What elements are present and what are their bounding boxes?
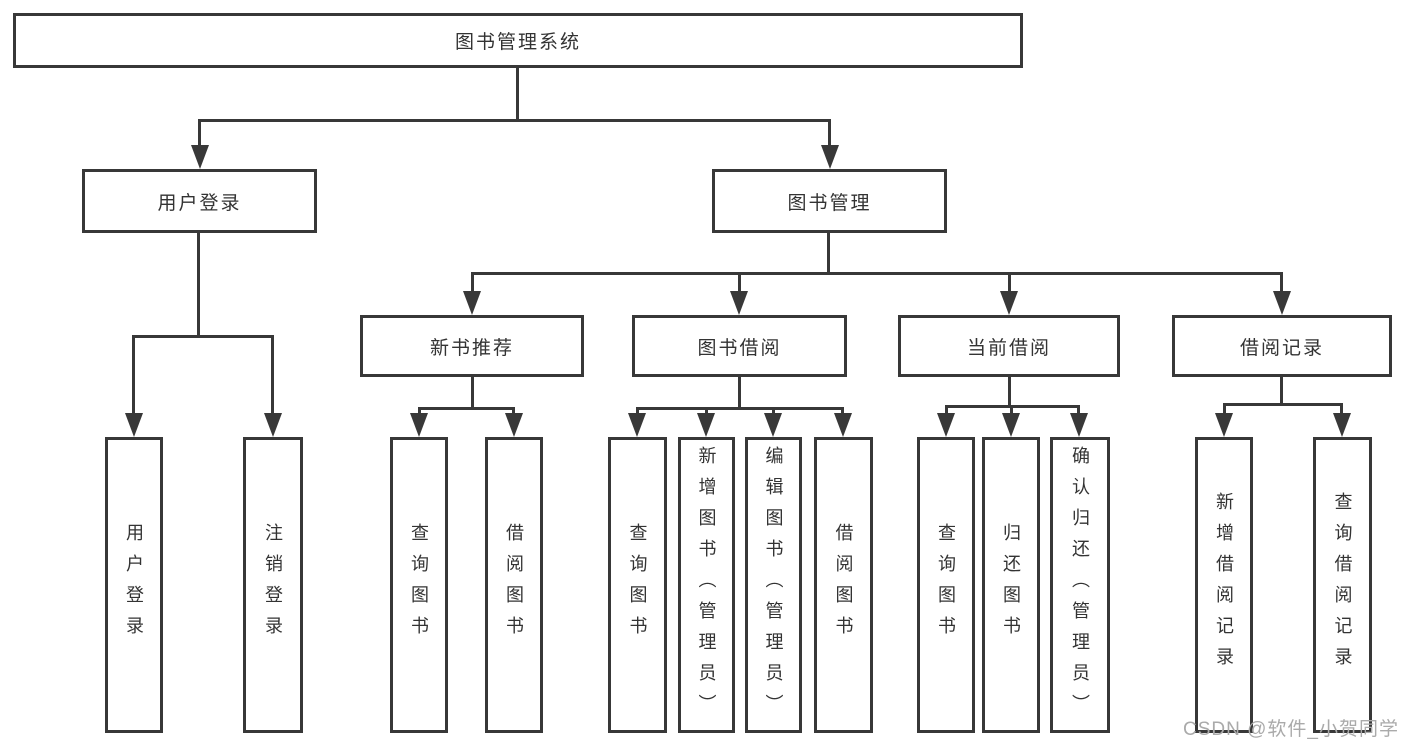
leaf-borrow-borrow-books: 借阅图书 xyxy=(814,437,873,733)
connector-records-vline xyxy=(1280,377,1283,405)
node-book-borrow: 图书借阅 xyxy=(632,315,847,377)
arrowhead-down-icon xyxy=(821,145,839,169)
node-user-login: 用户登录 xyxy=(82,169,317,233)
arrowhead-down-icon xyxy=(410,413,428,437)
leaf-recommend-query-books: 查询图书 xyxy=(390,437,448,733)
connector-drop-line xyxy=(1077,405,1080,417)
leaf-user-login: 用户登录 xyxy=(105,437,163,733)
arrowhead-down-icon xyxy=(1070,413,1088,437)
leaf-logout: 注销登录 xyxy=(243,437,303,733)
connector-records-hline xyxy=(1223,403,1342,406)
leaf-borrow-query-books: 查询图书 xyxy=(608,437,667,733)
node-book-management: 图书管理 xyxy=(712,169,947,233)
arrowhead-down-icon xyxy=(1333,413,1351,437)
connector-drop-line xyxy=(198,119,201,148)
leaf-recommend-borrow-books: 借阅图书 xyxy=(485,437,543,733)
connector-drop-line xyxy=(1008,272,1011,294)
arrowhead-down-icon xyxy=(1000,291,1018,315)
leaf-current-query-books: 查询图书 xyxy=(917,437,975,733)
connector-drop-line xyxy=(945,405,948,417)
connector-drop-line xyxy=(418,407,421,417)
connector-borrow-vline xyxy=(738,377,741,409)
arrowhead-down-icon xyxy=(697,413,715,437)
arrowhead-down-icon xyxy=(834,413,852,437)
node-borrow-records: 借阅记录 xyxy=(1172,315,1392,377)
connector-drop-line xyxy=(772,407,775,417)
connector-drop-line xyxy=(1280,272,1283,294)
node-new-book-recommend: 新书推荐 xyxy=(360,315,584,377)
connector-current-vline xyxy=(1008,377,1011,407)
leaf-current-confirm-return-admin: 确认归还（管理员） xyxy=(1050,437,1110,733)
connector-drop-line xyxy=(828,119,831,148)
connector-drop-line xyxy=(636,407,639,417)
connector-drop-line xyxy=(1223,403,1226,416)
connector-drop-line xyxy=(1340,403,1343,416)
connector-level3-hline xyxy=(471,272,1283,275)
arrowhead-down-icon xyxy=(264,413,282,437)
arrowhead-down-icon xyxy=(628,413,646,437)
connector-drop-line xyxy=(471,272,474,294)
leaf-records-query-record: 查询借阅记录 xyxy=(1313,437,1372,733)
leaf-borrow-add-books-admin: 新增图书（管理员） xyxy=(678,437,735,733)
arrowhead-down-icon xyxy=(125,413,143,437)
connector-drop-line xyxy=(705,407,708,417)
arrowhead-down-icon xyxy=(1002,413,1020,437)
connector-drop-line xyxy=(271,335,274,416)
arrowhead-down-icon xyxy=(505,413,523,437)
connector-drop-line xyxy=(132,335,135,416)
connector-recommend-vline xyxy=(471,377,474,409)
csdn-watermark: CSDN @软件_小贺同学 xyxy=(1183,719,1399,740)
arrowhead-down-icon xyxy=(764,413,782,437)
connector-root-vline xyxy=(516,68,519,121)
leaf-current-return-books: 归还图书 xyxy=(982,437,1040,733)
arrowhead-down-icon xyxy=(463,291,481,315)
arrowhead-down-icon xyxy=(1273,291,1291,315)
leaf-records-add-record: 新增借阅记录 xyxy=(1195,437,1253,733)
connector-recommend-hline xyxy=(418,407,515,410)
arrowhead-down-icon xyxy=(730,291,748,315)
connector-drop-line xyxy=(1010,405,1013,417)
node-root-library-system: 图书管理系统 xyxy=(13,13,1023,68)
connector-drop-line xyxy=(512,407,515,417)
arrowhead-down-icon xyxy=(1215,413,1233,437)
connector-userlogin-vline xyxy=(197,233,200,337)
connector-level2-hline xyxy=(198,119,831,122)
arrowhead-down-icon xyxy=(191,145,209,169)
connector-bookmgmt-vline xyxy=(827,233,830,275)
node-current-borrow: 当前借阅 xyxy=(898,315,1120,377)
connector-userlogin-hline xyxy=(132,335,274,338)
leaf-borrow-edit-books-admin: 编辑图书（管理员） xyxy=(745,437,802,733)
connector-drop-line xyxy=(841,407,844,417)
connector-drop-line xyxy=(738,272,741,294)
arrowhead-down-icon xyxy=(937,413,955,437)
connector-borrow-hline xyxy=(636,407,844,410)
